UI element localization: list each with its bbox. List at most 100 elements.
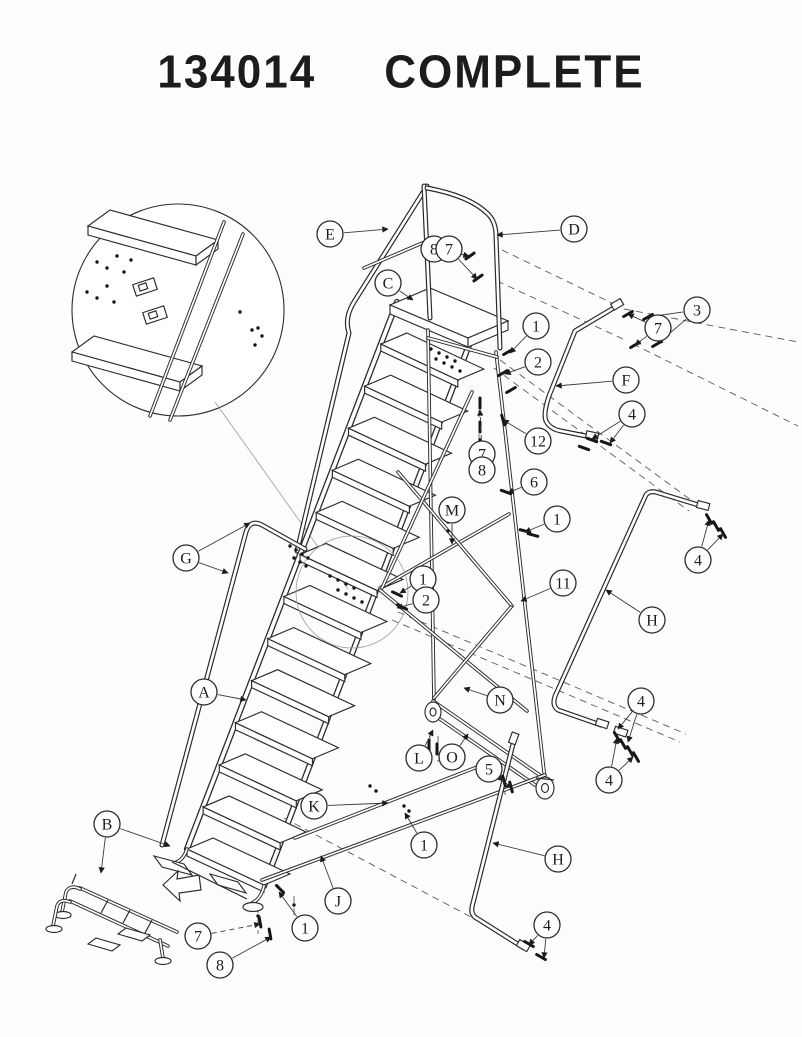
ladder-step <box>330 458 437 515</box>
handrail-G <box>159 520 308 848</box>
top-platform <box>388 287 510 348</box>
callout-4: 4 <box>617 687 655 743</box>
handrail-F <box>542 297 625 441</box>
svg-text:E: E <box>325 227 335 244</box>
svg-text:1: 1 <box>420 838 428 855</box>
callout-D: D <box>496 215 588 243</box>
svg-text:1: 1 <box>553 512 561 529</box>
svg-text:F: F <box>622 373 631 390</box>
svg-text:8: 8 <box>478 463 486 480</box>
callout-A: A <box>190 678 247 706</box>
svg-text:H: H <box>646 613 658 630</box>
callout-H: H <box>492 841 572 873</box>
callout-4: 4 <box>684 519 724 574</box>
callout-1: 1 <box>524 505 571 533</box>
callout-11: 11 <box>520 569 577 602</box>
callout-M: M <box>438 496 466 545</box>
svg-text:1: 1 <box>532 319 540 336</box>
svg-text:7: 7 <box>478 447 486 464</box>
callout-F: F <box>555 366 640 394</box>
svg-text:N: N <box>494 693 506 710</box>
callout-1: 1 <box>509 312 550 354</box>
callout-L: L <box>405 729 434 772</box>
ladder-step <box>266 626 373 683</box>
callout-7: 7 <box>435 235 478 280</box>
svg-text:D: D <box>568 222 580 239</box>
ladder-step <box>185 837 292 893</box>
callout-C: C <box>374 269 414 301</box>
callout-N: N <box>463 686 514 714</box>
detail-locator-circle <box>295 535 409 649</box>
svg-text:A: A <box>198 685 210 702</box>
callout-7: 7 <box>627 313 672 346</box>
caster-wheel-left <box>424 701 442 723</box>
guardrail-D <box>424 185 503 351</box>
svg-text:1: 1 <box>301 921 309 938</box>
callout-2: 2 <box>504 348 552 376</box>
ladder-step <box>379 332 486 388</box>
svg-text:K: K <box>308 799 320 816</box>
svg-text:M: M <box>445 503 459 520</box>
callout-7: 7 <box>184 921 261 950</box>
ladder-step <box>234 711 340 767</box>
callout-G: G <box>172 522 251 575</box>
base-assembly <box>45 873 179 966</box>
step-clamp-detail <box>131 277 169 325</box>
callout-1: 1 <box>399 565 437 594</box>
callout-H: H <box>605 589 666 634</box>
callout-O: O <box>438 733 469 771</box>
svg-text:H: H <box>552 852 564 869</box>
svg-text:2: 2 <box>422 593 430 610</box>
ladder-feet <box>152 847 266 913</box>
ladder-step <box>250 669 357 725</box>
svg-text:B: B <box>102 817 113 834</box>
svg-text:12: 12 <box>530 434 546 451</box>
svg-text:4: 4 <box>543 918 551 935</box>
part-number: 134014 <box>157 46 317 99</box>
ladder-step <box>217 753 324 809</box>
ladder-step <box>363 374 470 431</box>
svg-text:L: L <box>414 751 424 768</box>
ladder-step <box>347 416 453 473</box>
callout-B: B <box>93 810 171 874</box>
callout-1: 1 <box>278 891 319 942</box>
callout-8: 8 <box>206 936 272 979</box>
detail-inset-circle <box>70 203 349 590</box>
page-title: 134014 COMPLETE <box>0 46 802 99</box>
svg-text:7: 7 <box>654 321 662 338</box>
svg-text:C: C <box>383 276 394 293</box>
callout-4: 4 <box>595 737 634 794</box>
svg-text:2: 2 <box>534 355 542 372</box>
callout-K: K <box>300 792 389 820</box>
svg-text:4: 4 <box>628 407 636 424</box>
svg-text:4: 4 <box>694 553 702 570</box>
svg-text:11: 11 <box>555 576 570 593</box>
callout-4: 4 <box>528 911 561 959</box>
handrail-H-lower <box>469 731 531 953</box>
callout-8: 8 <box>468 456 496 484</box>
svg-text:7: 7 <box>194 929 202 946</box>
svg-text:G: G <box>180 551 192 568</box>
svg-text:1: 1 <box>419 572 427 589</box>
svg-text:6: 6 <box>530 475 538 492</box>
part-title: COMPLETE <box>384 46 645 99</box>
assembly-direction-arrow <box>162 869 202 903</box>
svg-text:J: J <box>335 894 341 911</box>
svg-text:8: 8 <box>216 958 224 975</box>
handrail-H-upper <box>551 489 711 738</box>
svg-text:4: 4 <box>637 694 645 711</box>
caster-wheel-right <box>535 776 555 800</box>
svg-text:3: 3 <box>693 303 701 320</box>
svg-text:7: 7 <box>445 242 453 259</box>
ladder-weldment <box>152 287 510 913</box>
callout-6: 6 <box>507 468 548 496</box>
ladder-step <box>201 795 308 851</box>
callout-5: 5 <box>475 755 513 789</box>
callout-2: 2 <box>396 586 440 614</box>
ladder-step <box>298 542 405 599</box>
callout-J: J <box>320 855 352 915</box>
svg-text:O: O <box>446 750 458 767</box>
